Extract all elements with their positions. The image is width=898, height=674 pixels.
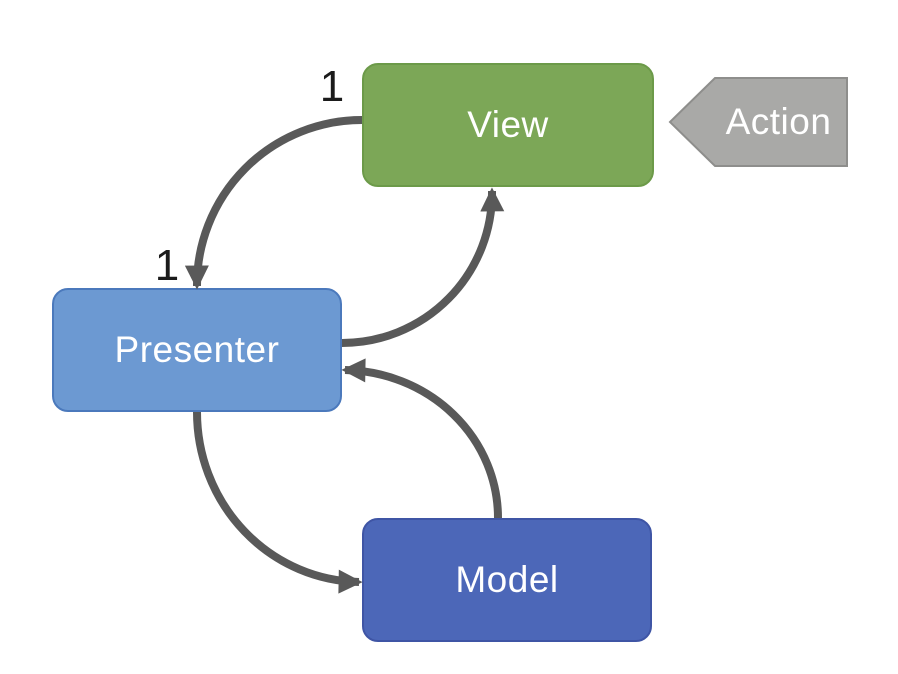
multiplicity-label-view-end: 1 [319, 62, 345, 111]
model-to-presenter-arrow [341, 358, 502, 519]
model-node: Model [362, 518, 652, 642]
view-node-label: View [467, 104, 549, 145]
presenter-to-model-arrow [193, 411, 363, 594]
presenter-node-label: Presenter [114, 329, 280, 370]
presenter-to-view-arrow [341, 187, 505, 347]
presenter-node: Presenter [52, 288, 342, 412]
view-node: View [362, 63, 654, 187]
model-node-label: Model [455, 559, 559, 600]
view-to-presenter-arrow [184, 116, 363, 290]
multiplicity-label-presenter-end: 1 [154, 241, 180, 290]
action-tag-label: Action [725, 101, 832, 142]
